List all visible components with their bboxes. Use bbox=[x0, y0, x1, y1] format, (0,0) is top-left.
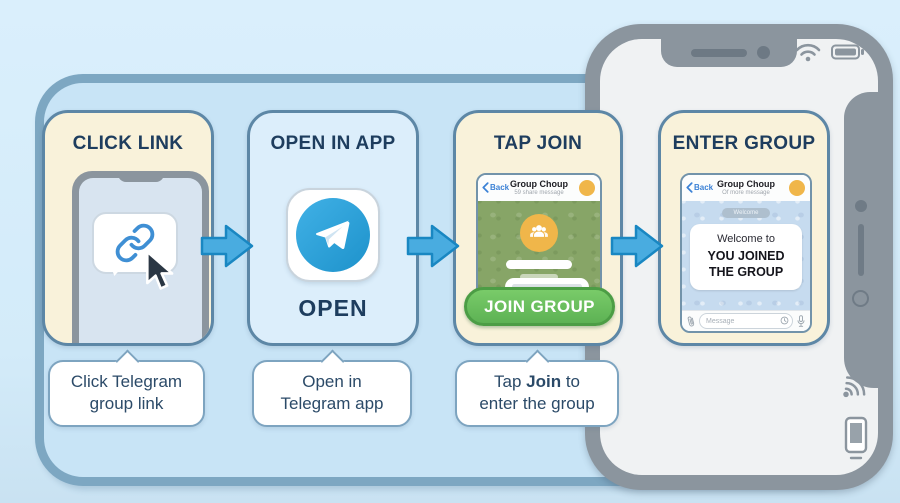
caption-line: to bbox=[561, 372, 580, 391]
telegram-plane-icon bbox=[315, 220, 350, 250]
joined-line: YOU JOINED bbox=[707, 249, 785, 263]
battery-icon bbox=[831, 44, 864, 60]
caption-line: group link bbox=[89, 394, 164, 414]
step-title: CLICK LINK bbox=[72, 133, 184, 154]
step-card-enter-group: ENTER GROUP Back Group Choup Of more mes… bbox=[658, 110, 830, 346]
chat-title: Group Choup bbox=[510, 179, 568, 189]
caption-tap-join: Tap Join to enter the group bbox=[455, 360, 619, 427]
arrow-right-icon bbox=[406, 224, 460, 268]
back-button[interactable]: Back bbox=[686, 182, 713, 193]
caption-line: enter the group bbox=[479, 394, 595, 414]
arrow-right-icon bbox=[610, 224, 664, 268]
chat-subtitle: 59 share message bbox=[514, 190, 564, 196]
mini-phone-notch bbox=[117, 171, 164, 182]
back-chevron-icon bbox=[686, 182, 693, 193]
message-placeholder: Message bbox=[706, 317, 735, 325]
telegram-logo-circle bbox=[296, 198, 370, 272]
avatar bbox=[789, 180, 805, 196]
caption-line: Click Telegram bbox=[70, 372, 183, 391]
caption-click-link: Click Telegram group link bbox=[48, 360, 205, 427]
step-card-open-in-app: OPEN IN APP OPEN bbox=[247, 110, 419, 346]
back-label: Back bbox=[490, 183, 510, 192]
camera-icon bbox=[757, 46, 770, 59]
system-badge: Welcome bbox=[722, 208, 770, 218]
caption-line: Telegram app bbox=[280, 394, 384, 414]
open-button-label[interactable]: OPEN bbox=[298, 295, 368, 321]
chat-body: Welcome Welcome to YOU JOINED THE GROUP … bbox=[682, 201, 810, 331]
caption-line: Tap bbox=[494, 372, 527, 391]
wifi-icon bbox=[795, 43, 821, 62]
chat-title: Group Choup bbox=[717, 179, 775, 189]
arrow-right-icon bbox=[200, 224, 254, 268]
group-avatar bbox=[520, 214, 558, 252]
chat-header: Back Group Choup 59 share message bbox=[478, 175, 600, 202]
side-button-ring bbox=[852, 290, 869, 307]
mic-icon[interactable] bbox=[796, 314, 806, 329]
status-bar bbox=[794, 42, 865, 62]
cursor-icon bbox=[146, 250, 174, 290]
chat-subtitle: Of more message bbox=[722, 190, 770, 196]
placeholder-line bbox=[512, 284, 582, 289]
message-input[interactable]: Message bbox=[699, 313, 793, 329]
welcome-message-card: Welcome to YOU JOINED THE GROUP bbox=[690, 224, 802, 290]
mini-phone-screen bbox=[79, 178, 202, 343]
sound-waves-icon bbox=[843, 376, 866, 398]
caption-open-in-app: Open in Telegram app bbox=[252, 360, 412, 427]
mini-phone-frame bbox=[72, 171, 209, 343]
step-title: OPEN IN APP bbox=[270, 133, 396, 154]
avatar bbox=[579, 180, 595, 196]
smartphone-icon bbox=[844, 416, 868, 460]
link-message-bubble[interactable] bbox=[92, 212, 178, 274]
step-card-tap-join: TAP JOIN Back Group Choup 59 share messa… bbox=[453, 110, 623, 346]
welcome-line: Welcome to bbox=[717, 233, 775, 245]
chat-header: Back Group Choup Of more message bbox=[682, 175, 810, 202]
speaker-icon bbox=[691, 49, 747, 57]
step-title: TAP JOIN bbox=[493, 133, 583, 154]
joined-line: THE GROUP bbox=[708, 265, 784, 280]
join-group-button[interactable]: JOIN GROUP bbox=[464, 287, 615, 326]
side-button-dot bbox=[855, 200, 867, 212]
composer-bar: Message bbox=[682, 310, 810, 331]
step-title: ENTER GROUP bbox=[672, 133, 816, 154]
placeholder-bar bbox=[506, 260, 572, 269]
phone-notch bbox=[661, 39, 797, 67]
paperclip-icon[interactable] bbox=[684, 313, 697, 330]
side-button-bar bbox=[858, 224, 864, 276]
step-card-click-link: CLICK LINK bbox=[42, 110, 214, 346]
back-label: Back bbox=[694, 183, 714, 192]
telegram-app-icon[interactable] bbox=[286, 188, 380, 282]
phone-side-bezel bbox=[844, 92, 878, 388]
back-chevron-icon bbox=[482, 182, 489, 193]
caption-bold-word: Join bbox=[526, 372, 562, 391]
back-button[interactable]: Back bbox=[482, 182, 509, 193]
caption-line: Open in bbox=[302, 372, 362, 391]
chat-screenshot: Back Group Choup Of more message Welcome… bbox=[680, 173, 812, 333]
placeholder-bar bbox=[520, 274, 558, 280]
link-icon bbox=[115, 223, 155, 263]
people-group-icon bbox=[530, 225, 548, 237]
clock-icon bbox=[780, 316, 789, 325]
